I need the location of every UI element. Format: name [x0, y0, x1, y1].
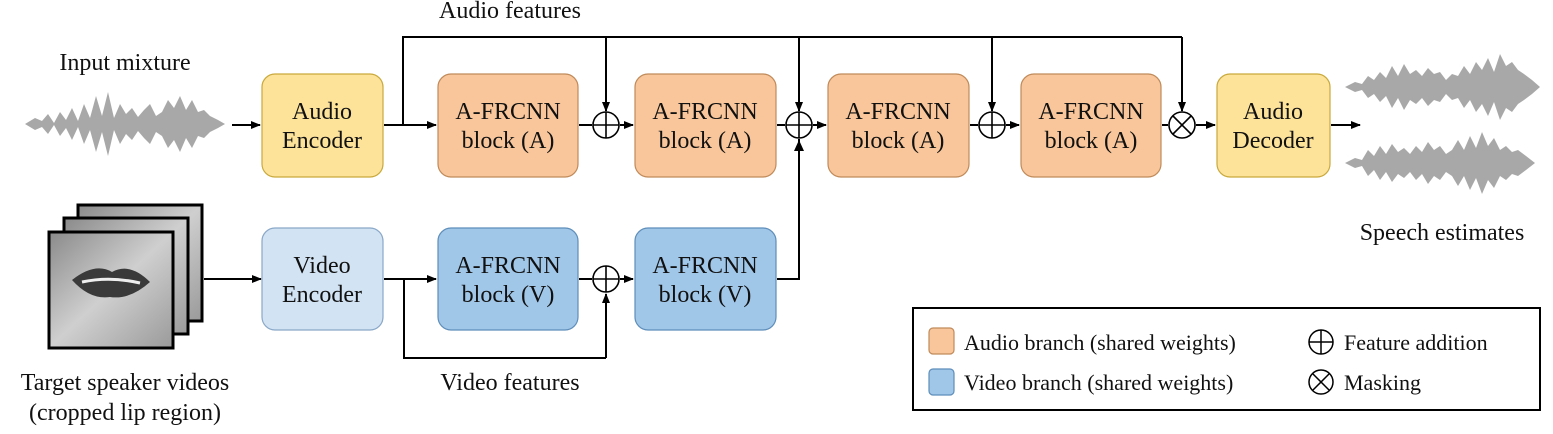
- svg-text:block (V): block (V): [659, 282, 752, 308]
- svg-text:Audio: Audio: [292, 99, 352, 125]
- speech-estimates-label: Speech estimates: [1360, 220, 1525, 246]
- svg-text:A-FRCNN: A-FRCNN: [652, 253, 757, 279]
- svg-text:Audio: Audio: [1243, 99, 1303, 125]
- svg-text:Encoder: Encoder: [282, 282, 362, 308]
- svg-text:Encoder: Encoder: [282, 128, 362, 154]
- svg-text:Decoder: Decoder: [1232, 128, 1313, 154]
- target-videos-label: Target speaker videos: [21, 370, 229, 396]
- mask-op-icon: [1308, 369, 1334, 395]
- add-op-icon: [1308, 329, 1334, 355]
- svg-text:A-FRCNN: A-FRCNN: [845, 99, 950, 125]
- svg-text:Feature addition: Feature addition: [1344, 330, 1488, 355]
- input-waveform: [25, 92, 225, 156]
- afrcnn-audio-block-2: A-FRCNN block (A): [634, 73, 777, 178]
- output-waveform-2: [1345, 132, 1535, 194]
- svg-text:Audio branch (shared weights): Audio branch (shared weights): [964, 330, 1236, 355]
- legend-masking: Masking: [1308, 369, 1421, 395]
- svg-text:block (A): block (A): [1045, 128, 1138, 154]
- lip-video-frames: [47, 203, 204, 350]
- video-encoder-block: Video Encoder: [261, 227, 384, 331]
- connections: [204, 36, 1361, 359]
- svg-text:A-FRCNN: A-FRCNN: [1038, 99, 1143, 125]
- svg-text:A-FRCNN: A-FRCNN: [652, 99, 757, 125]
- target-videos-sublabel: (cropped lip region): [29, 400, 221, 426]
- afrcnn-video-block-2: A-FRCNN block (V): [634, 227, 777, 331]
- mask-op: [1168, 111, 1196, 139]
- svg-text:A-FRCNN: A-FRCNN: [455, 253, 560, 279]
- svg-text:Masking: Masking: [1344, 370, 1421, 395]
- svg-text:block (A): block (A): [852, 128, 945, 154]
- add-op-audio-1: [592, 111, 620, 139]
- legend-video-branch: Video branch (shared weights): [928, 368, 1233, 396]
- audio-features-label: Audio features: [439, 0, 581, 24]
- afrcnn-audio-block-1: A-FRCNN block (A): [437, 73, 579, 178]
- legend-feature-addition: Feature addition: [1308, 329, 1488, 355]
- add-op-fusion: [785, 111, 813, 139]
- audio-encoder-block: Audio Encoder: [261, 73, 384, 178]
- input-mixture-label: Input mixture: [59, 50, 190, 76]
- legend: Audio branch (shared weights) Video bran…: [912, 307, 1541, 411]
- afrcnn-video-block-1: A-FRCNN block (V): [437, 227, 579, 331]
- svg-text:A-FRCNN: A-FRCNN: [455, 99, 560, 125]
- afrcnn-audio-block-4: A-FRCNN block (A): [1020, 73, 1162, 178]
- svg-text:block (A): block (A): [659, 128, 752, 154]
- svg-text:Video branch (shared weights): Video branch (shared weights): [964, 370, 1233, 395]
- add-op-audio-2: [978, 111, 1006, 139]
- audio-decoder-block: Audio Decoder: [1216, 73, 1331, 178]
- video-features-label: Video features: [440, 370, 579, 396]
- add-op-video: [592, 265, 620, 293]
- output-waveform-1: [1345, 54, 1540, 120]
- afrcnn-audio-block-3: A-FRCNN block (A): [827, 73, 970, 178]
- legend-audio-branch: Audio branch (shared weights): [928, 327, 1236, 355]
- svg-text:block (A): block (A): [462, 128, 555, 154]
- svg-text:Video: Video: [293, 253, 350, 279]
- svg-text:block (V): block (V): [462, 282, 555, 308]
